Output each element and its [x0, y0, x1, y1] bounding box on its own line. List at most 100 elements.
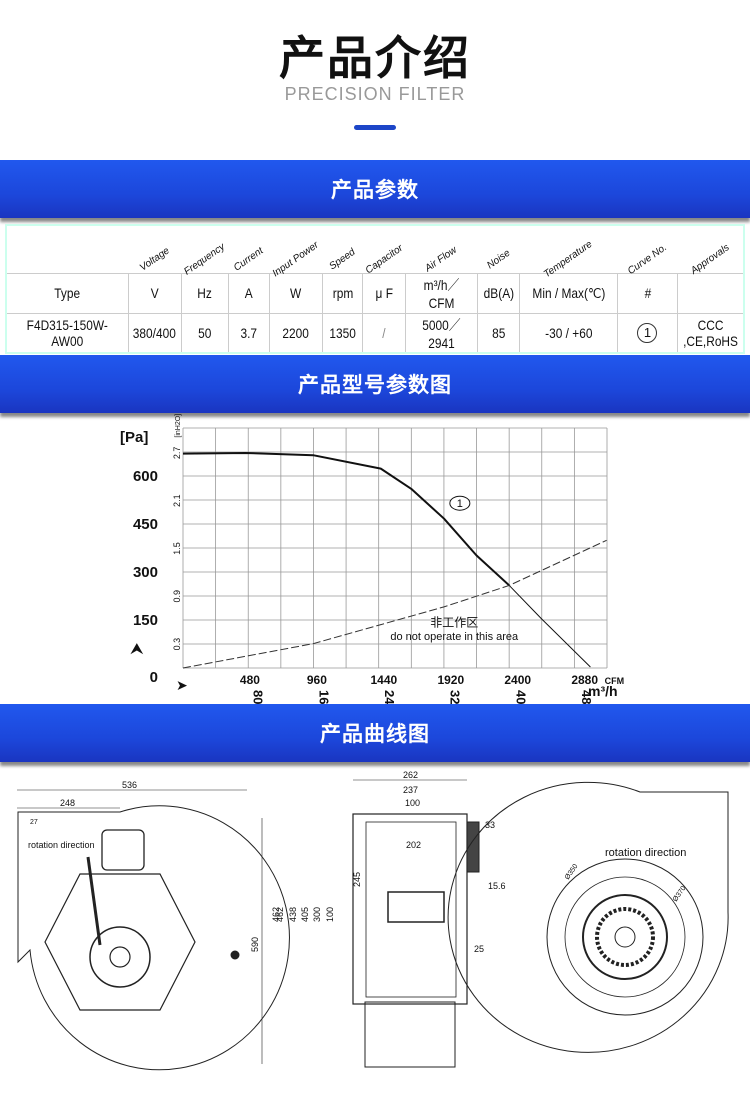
banner-product-params: 产品参数 — [0, 160, 750, 218]
rear-view-drawing: rotation direction Ø350 Ø370 — [447, 781, 729, 1053]
dim-label: 245 — [352, 872, 362, 887]
param-header: Current — [228, 225, 270, 274]
param-header: Temperature — [519, 225, 618, 280]
dim-label: 33 — [485, 820, 495, 830]
dim-label: 27 — [30, 819, 38, 826]
y-tick-label: 150 — [133, 612, 158, 629]
param-header: Speed — [322, 225, 363, 274]
spec-table: Voltage Frequency Current Input Power Sp… — [5, 224, 745, 354]
unit-cell: Min / Max(℃) — [518, 272, 618, 314]
cell-capacitor: / — [362, 312, 406, 354]
non-operating-zone-label: do not operate in this area — [390, 631, 519, 643]
x-tick-label-m3h: 1600 — [316, 690, 331, 704]
cell-noise: 85 — [476, 312, 520, 354]
dim-label: 438 — [288, 907, 298, 922]
dim-label: 237 — [403, 785, 418, 795]
dim-label: 100 — [325, 907, 335, 922]
up-arrow-icon: ⮝ — [130, 641, 144, 658]
rotation-direction-label: rotation direction — [605, 847, 686, 859]
param-header: Air Flow — [405, 225, 478, 274]
cell-approvals: CCC ,CE,RoHS — [676, 312, 745, 354]
dim-label: 462 — [271, 907, 281, 922]
page-subtitle: PRECISION FILTER — [284, 84, 466, 104]
param-header: Curve No. — [617, 225, 678, 276]
units-row: Type V Hz A W rpm μ F m³/h／CFM dB(A) Min… — [5, 272, 745, 314]
cell-curve-no: 1 — [616, 312, 678, 354]
dim-label: Ø370 — [672, 885, 688, 903]
x-tick-label-cfm: 480 — [240, 673, 260, 687]
dim-label: Ø350 — [564, 863, 580, 881]
right-arrow-icon: ➤ — [176, 677, 188, 693]
param-header-row: Voltage Frequency Current Input Power Sp… — [6, 225, 744, 280]
unit-cell: A — [227, 272, 270, 314]
y2-tick-label: 2.7 — [172, 447, 182, 460]
unit-cell: μ F — [362, 272, 406, 314]
non-operating-zone-label-cn: 非工作区 — [430, 615, 478, 629]
dim-label: 15.6 — [488, 881, 506, 891]
side-view-drawing: 262 237 100 202 33 15.6 245 462 438 405 … — [275, 770, 506, 1068]
dim-label: 405 — [300, 907, 310, 922]
unit-cell: Type — [5, 272, 129, 314]
dim-label: 462 — [275, 907, 285, 922]
cell-temperature: -30 / +60 — [518, 312, 618, 354]
dim-label: 536 — [122, 780, 137, 790]
y-tick-label: 450 — [133, 516, 158, 533]
dimension-drawings: 536 248 27 590 rotation direction 462 26… — [17, 770, 729, 1071]
dim-label: 248 — [60, 798, 75, 808]
unit-cell — [676, 272, 745, 314]
x-tick-label-m3h: 3200 — [448, 690, 463, 704]
cell-power: 2200 — [268, 312, 324, 354]
x-tick-label-m3h: 800 — [251, 690, 266, 704]
y-axis-label: [Pa] — [120, 429, 148, 446]
rotation-direction-label: rotation direction — [28, 840, 95, 850]
x-unit-cfm: CFM — [605, 676, 625, 686]
accent-divider — [354, 125, 396, 130]
y2-axis-label: [inH2O] — [175, 414, 182, 438]
unit-cell: dB(A) — [476, 272, 520, 314]
dim-label: 590 — [250, 937, 260, 952]
cell-frequency: 50 — [180, 312, 229, 354]
y-tick-label: 300 — [133, 564, 158, 581]
page-title: 产品介绍 — [279, 31, 471, 85]
curve-number-label: 1 — [457, 498, 463, 510]
dim-label: 25 — [474, 944, 484, 954]
unit-cell: m³/h／CFM — [404, 272, 478, 314]
cell-type: F4D315-150W-AW00 — [5, 312, 129, 354]
y2-tick-label: 0.3 — [172, 638, 182, 651]
param-header: Noise — [477, 225, 520, 274]
dim-label: 262 — [403, 770, 418, 780]
param-header: Input Power — [269, 225, 323, 279]
cell-speed: 1350 — [322, 312, 364, 354]
x-tick-label-m3h: 4800 — [579, 690, 594, 704]
front-view-drawing: 536 248 27 590 rotation direction 462 — [17, 780, 290, 1071]
param-header: Approvals — [677, 225, 744, 276]
y2-tick-label: 1.5 — [172, 542, 182, 555]
table-row: F4D315-150W-AW00 380/400 50 3.7 2200 135… — [5, 312, 745, 354]
x-unit-m3h: m³/h — [588, 683, 618, 699]
unit-cell: Hz — [180, 272, 229, 314]
banner-model-chart: 产品型号参数图 — [0, 355, 750, 413]
blank-cell — [6, 225, 128, 274]
dim-label: 100 — [405, 798, 420, 808]
banner-curve-drawings: 产品曲线图 — [0, 704, 750, 762]
unit-cell: W — [268, 272, 324, 314]
param-header: Voltage — [128, 225, 181, 274]
y-tick-label: 600 — [133, 468, 158, 485]
dim-label: 202 — [406, 840, 421, 850]
unit-cell: # — [616, 272, 678, 314]
y2-tick-label: 2.1 — [172, 494, 182, 507]
y2-tick-label: 0.9 — [172, 590, 182, 603]
param-header: Capacitor — [362, 225, 406, 276]
unit-cell: V — [127, 272, 182, 314]
param-header: Frequency — [181, 225, 229, 277]
unit-cell: rpm — [322, 272, 364, 314]
performance-chart: [Pa] 0 150 300 450 600 0.3 0.9 1.5 2.1 2.7 [inH2O] ⮝… — [120, 414, 625, 704]
x-tick-label-cfm: 2400 — [504, 673, 531, 687]
y-tick-label: 0 — [150, 669, 158, 686]
cell-current: 3.7 — [227, 312, 270, 354]
x-tick-label-cfm: 960 — [307, 673, 327, 687]
cell-airflow: 5000／2941 — [404, 312, 478, 354]
curve-number-badge — [449, 495, 471, 511]
performance-curve-1-nonoperating — [508, 585, 591, 668]
x-tick-label-m3h: 2400 — [382, 690, 397, 704]
